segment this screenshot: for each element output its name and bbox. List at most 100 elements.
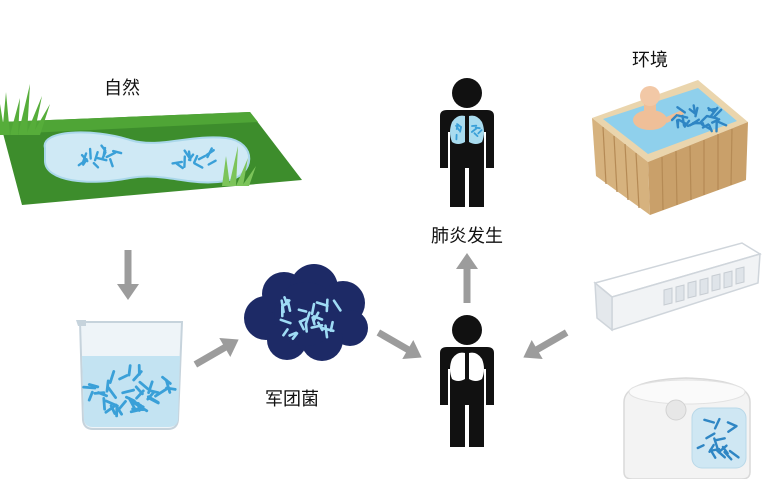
humidifier-knob [665, 399, 687, 421]
bacterium [310, 302, 316, 316]
bacterium [728, 449, 740, 459]
bacterium [147, 380, 154, 395]
cloud-bacteria [279, 295, 342, 341]
bacterium [715, 449, 726, 459]
bacterium [183, 149, 191, 159]
bacterium [315, 301, 329, 308]
bacterium [713, 437, 719, 451]
bacterium [325, 298, 329, 313]
bacterium [205, 148, 215, 157]
bacterium [714, 437, 726, 442]
bacterium [298, 320, 306, 331]
beaker-bacteria [82, 363, 177, 418]
bacterium [713, 417, 721, 430]
arrow-nature-to-beaker [117, 250, 139, 300]
bacterium [297, 308, 308, 313]
bacterium [288, 331, 298, 337]
bacterium [711, 447, 721, 452]
bacterium [324, 324, 329, 339]
bacterium [470, 127, 478, 133]
bacterium [175, 162, 184, 170]
bacterium [304, 322, 309, 333]
arrow-cloud-to-person [376, 329, 422, 360]
bacterium [161, 375, 172, 385]
bacterium [82, 385, 97, 390]
bacterium [696, 444, 705, 450]
label-nature: 自然 [104, 78, 140, 99]
bacterium [703, 418, 715, 424]
label-pneumonia: 肺炎发生 [431, 226, 503, 247]
bacterium [681, 114, 686, 127]
person-body [440, 110, 494, 207]
bacterium [291, 332, 299, 341]
bacterium [473, 132, 479, 138]
bacterium [717, 444, 728, 454]
bacterium [108, 157, 114, 168]
bacterium [128, 397, 143, 407]
bacterium [111, 149, 123, 155]
humidifier [623, 377, 751, 479]
arrow-person-to-pneumonia [456, 253, 478, 303]
bacterium [316, 321, 324, 332]
bacterium [118, 374, 129, 381]
bacterium [87, 390, 94, 402]
bacterium [108, 369, 116, 385]
bacterium [102, 396, 106, 411]
arrow-beaker-to-cloud [193, 337, 239, 368]
person-head [452, 315, 482, 345]
bacterium [312, 315, 324, 321]
bacterium [105, 379, 110, 393]
bacterium [713, 108, 723, 119]
bacterium [706, 114, 719, 120]
person-body [440, 347, 494, 447]
bacterium [154, 387, 168, 398]
pond [43, 131, 251, 184]
bacterium [708, 443, 715, 453]
humidifier-bacteria [696, 417, 740, 461]
bacterium [77, 158, 88, 167]
hot-tub-bacteria [670, 104, 728, 133]
air-conditioner [593, 242, 762, 332]
bacterium [707, 106, 715, 113]
grass-ground-highlight [0, 112, 258, 134]
bacterium [304, 311, 311, 325]
bacterium [116, 399, 127, 412]
bacterium [711, 118, 721, 124]
bacterium [146, 395, 160, 404]
bacterium [299, 317, 308, 323]
bacterium [87, 383, 100, 389]
arrow-environment-to-person [523, 329, 569, 360]
humidifier-tank [691, 407, 747, 469]
bacterium [92, 161, 100, 169]
bacterium [109, 404, 117, 415]
bacterium [699, 114, 708, 124]
bacterium [320, 326, 335, 333]
bacterium [477, 129, 483, 135]
bacterium [132, 370, 143, 382]
bacterium [670, 114, 678, 122]
bacterium [455, 124, 460, 131]
ac-end-cap [594, 281, 613, 332]
hot-tub-left-side [592, 118, 650, 215]
bacterium [332, 299, 342, 312]
humidifier-top [628, 379, 746, 405]
beaker [76, 320, 184, 430]
bacterium [107, 386, 117, 400]
bacterium [676, 106, 686, 114]
bather [633, 86, 684, 130]
nature-grass-patch [0, 84, 302, 205]
ac-vents [663, 266, 745, 306]
label-legionella: 军团菌 [265, 389, 319, 410]
bacterium [134, 385, 144, 396]
bacterium [138, 380, 150, 391]
bacterium [121, 388, 136, 395]
bacterium [88, 147, 92, 160]
bacterium [279, 318, 292, 325]
bacterium [104, 403, 118, 414]
bacterium [282, 328, 289, 337]
grass-tuft-left [0, 84, 50, 135]
bacterium [692, 104, 697, 115]
bacterium [197, 154, 207, 161]
bacterium [97, 391, 108, 398]
